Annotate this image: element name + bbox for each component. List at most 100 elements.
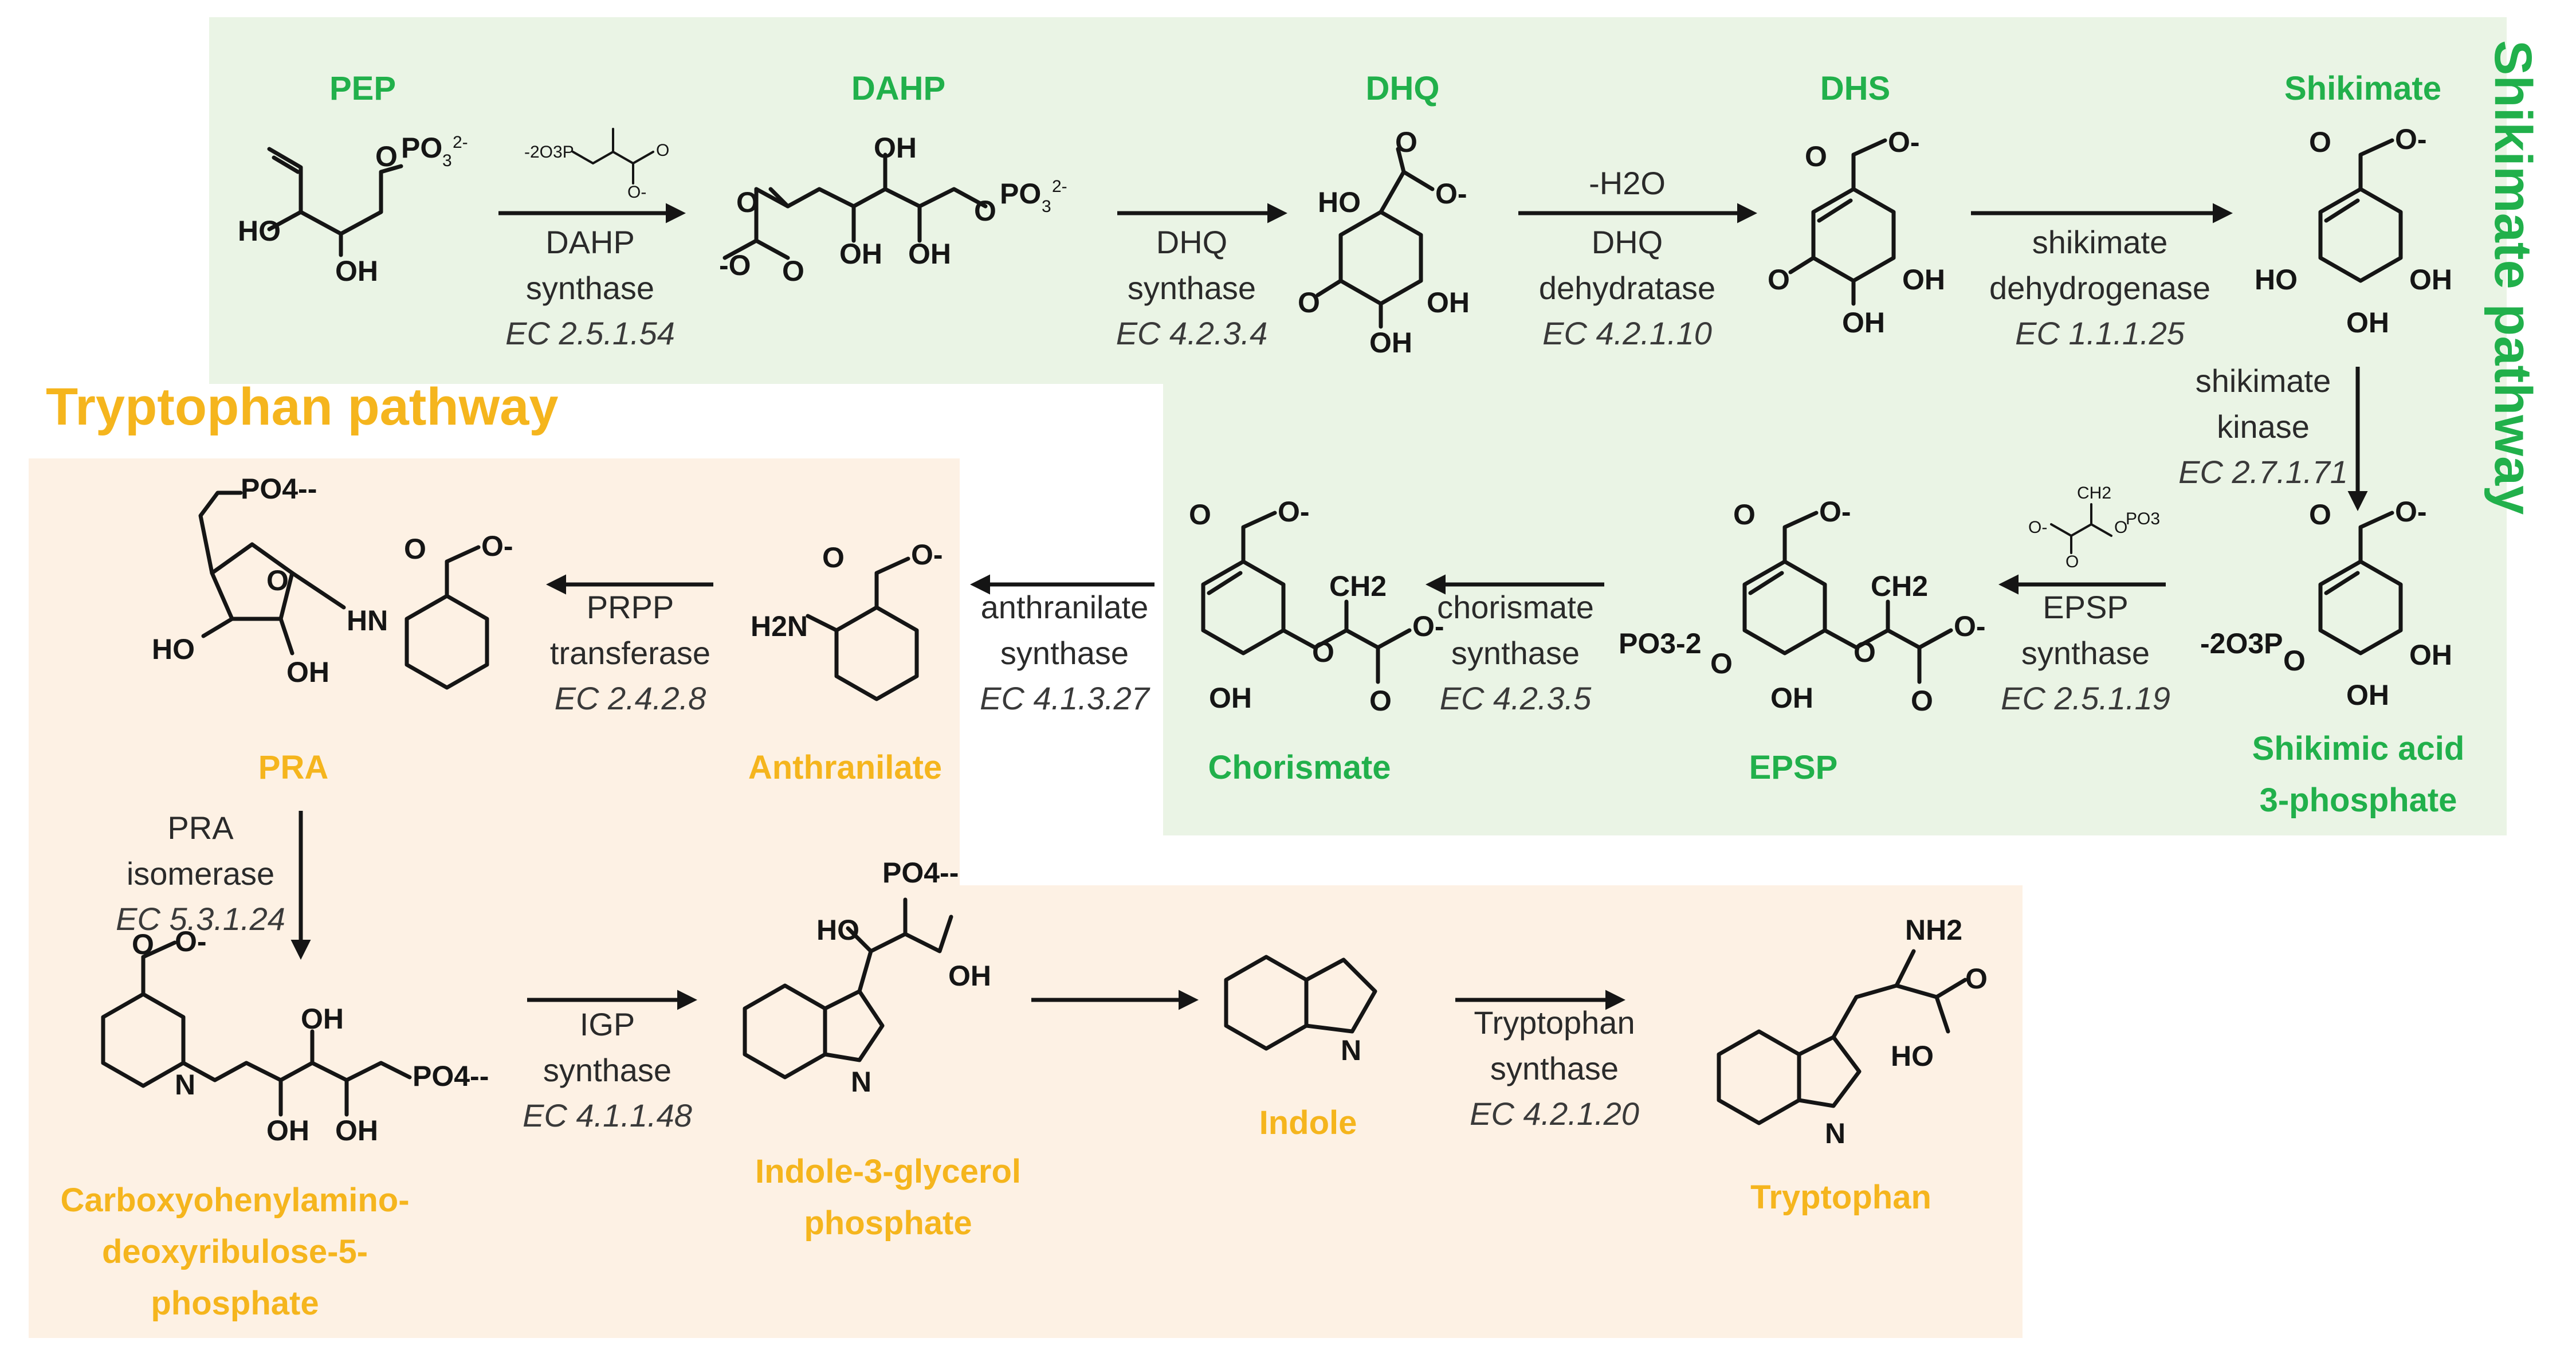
svg-text:O: O: [736, 186, 759, 218]
enzyme-prpp-transferase-ec: EC 2.4.2.8: [554, 680, 706, 717]
enzyme-shikimate-kinase: shikimate kinase EC 2.7.1.71: [2178, 358, 2348, 495]
svg-text:OH: OH: [335, 1115, 378, 1147]
svg-text:PO4--: PO4--: [882, 857, 959, 889]
enzyme-dahp-synthase-line1: DAHP: [545, 224, 635, 260]
svg-text:O: O: [1965, 963, 1988, 995]
svg-text:OH: OH: [2346, 307, 2389, 339]
enzyme-prpp-transferase-line1: PRPP: [586, 589, 674, 625]
enzyme-pra-isomerase-line1: PRA: [167, 810, 234, 846]
svg-text:O: O: [1733, 499, 1756, 531]
svg-text:PO3-2: PO3-2: [1619, 627, 1702, 660]
svg-text:O: O: [1298, 287, 1320, 319]
svg-text:PO: PO: [1000, 178, 1041, 210]
svg-text:O: O: [1369, 685, 1392, 717]
svg-text:OH: OH: [1902, 264, 1945, 296]
dhs-structure: O O- O OH OH: [1768, 126, 1945, 339]
anthranilate-structure: O O- H2N: [751, 539, 943, 701]
enzyme-tryptophan-synthase-line1: Tryptophan: [1474, 1004, 1635, 1041]
svg-text:OH: OH: [1209, 682, 1252, 714]
enzyme-dhq-synthase-line1: DHQ: [1156, 224, 1228, 260]
compound-s3p: Shikimic acid 3-phosphate: [2252, 723, 2465, 826]
tryptophan-structure: NH2 HO O N: [1717, 914, 1988, 1149]
svg-text:HO: HO: [816, 914, 859, 946]
svg-text:O-: O-: [1435, 178, 1467, 210]
svg-text:PO: PO: [401, 132, 442, 164]
epsp-cosubstrate: O- CH2 O PO3 O: [2028, 484, 2160, 571]
enzyme-anthranilate-synthase: anthranilate synthase EC 4.1.3.27: [980, 584, 1149, 721]
svg-text:3: 3: [442, 151, 452, 170]
chorismate-structure: O O- O CH2 O- O OH: [1189, 496, 1444, 717]
svg-text:O: O: [1189, 499, 1211, 531]
indole-structure: N: [1224, 955, 1377, 1066]
svg-text:H2N: H2N: [751, 610, 808, 642]
svg-text:OH: OH: [839, 238, 882, 270]
svg-text:OH: OH: [266, 1115, 309, 1147]
enzyme-dhq-synthase-ec: EC 4.2.3.4: [1116, 315, 1268, 352]
svg-text:PO4--: PO4--: [241, 473, 317, 505]
svg-text:O: O: [1768, 264, 1790, 296]
enzyme-shikimate-kinase-line1: shikimate: [2195, 363, 2331, 399]
svg-text:O: O: [266, 564, 289, 597]
enzyme-pra-isomerase-ec: EC 5.3.1.24: [116, 901, 285, 937]
enzyme-igp-synthase-line1: IGP: [579, 1006, 635, 1042]
enzyme-chorismate-synthase-line2: synthase: [1451, 634, 1580, 671]
svg-text:O: O: [1312, 636, 1334, 668]
shikimate-structure: O O- HO OH OH: [2255, 123, 2452, 339]
compound-chorismate: Chorismate: [1208, 749, 1391, 786]
enzyme-tryptophan-synthase: Tryptophan synthase EC 4.2.1.20: [1470, 1000, 1639, 1137]
svg-text:-2O3P: -2O3P: [2200, 627, 2283, 660]
enzyme-dahp-synthase-line2: synthase: [525, 269, 655, 306]
svg-text:O: O: [782, 255, 804, 287]
compound-igp-line1: Indole-3-glycerol: [755, 1153, 1022, 1190]
tryptophan-region-bottom: [29, 885, 2023, 1338]
compound-tryptophan: Tryptophan: [1750, 1179, 1931, 1216]
svg-text:O: O: [404, 533, 426, 565]
svg-text:PO4--: PO4--: [413, 1060, 489, 1092]
enzyme-anthranilate-synthase-line1: anthranilate: [980, 589, 1149, 625]
enzyme-tryptophan-synthase-line2: synthase: [1490, 1050, 1619, 1086]
svg-text:O-: O-: [1412, 610, 1444, 642]
svg-text:O: O: [1395, 126, 1417, 158]
s3p-structure: O O- -2O3P O OH OH: [2200, 496, 2452, 711]
svg-text:-O: -O: [719, 249, 751, 281]
pra-structure: PO4-- O HN HO OH O O-: [152, 473, 513, 690]
pep-structure: HO OH O PO 3 2-: [238, 132, 468, 287]
svg-text:O: O: [1911, 685, 1933, 717]
svg-text:O-: O-: [1888, 126, 1920, 158]
svg-text:OH: OH: [1770, 682, 1813, 714]
svg-text:OH: OH: [335, 255, 378, 287]
cdrp-structure: O O- N OH OH OH PO4--: [101, 925, 489, 1147]
compound-shikimate: Shikimate: [2284, 70, 2441, 107]
enzyme-dhq-synthase: DHQ synthase EC 4.2.3.4: [1116, 219, 1268, 356]
shikimate-pathway-title: Shikimate pathway: [2484, 40, 2542, 515]
svg-text:O: O: [132, 928, 154, 960]
svg-text:O-: O-: [627, 183, 646, 202]
svg-text:CH2: CH2: [1871, 570, 1928, 602]
compound-dhs: DHS: [1820, 70, 1891, 107]
compound-indole: Indole: [1259, 1104, 1357, 1141]
reaction-arrows: [290, 203, 2368, 1010]
svg-text:OH: OH: [874, 132, 917, 164]
shikimate-region-top: [209, 17, 2507, 384]
svg-text:HN: HN: [347, 605, 388, 637]
enzyme-shikimate-kinase-ec: EC 2.7.1.71: [2178, 454, 2348, 490]
compound-dahp: DAHP: [851, 70, 946, 107]
svg-text:-2O3P: -2O3P: [524, 143, 574, 162]
svg-text:O: O: [2114, 518, 2127, 537]
enzyme-shikimate-dehydrogenase: shikimate dehydrogenase EC 1.1.1.25: [1989, 219, 2210, 356]
svg-text:OH: OH: [2409, 264, 2452, 296]
enzyme-pra-isomerase-line2: isomerase: [126, 855, 275, 892]
enzyme-pra-isomerase: PRA isomerase EC 5.3.1.24: [116, 805, 285, 942]
svg-text:O: O: [822, 541, 845, 574]
svg-text:N: N: [1341, 1034, 1361, 1066]
compound-igp: Indole-3-glycerol phosphate: [755, 1146, 1021, 1249]
dahp-structure: O OH OH OH O PO 3 2- -O O: [719, 132, 1067, 287]
enzyme-dhq-synthase-line2: synthase: [1127, 269, 1256, 306]
enzyme-igp-synthase-line2: synthase: [543, 1051, 672, 1088]
svg-text:HO: HO: [1318, 186, 1361, 218]
svg-text:O: O: [2283, 645, 2306, 677]
enzyme-anthranilate-synthase-line2: synthase: [1000, 634, 1129, 671]
igp-structure: HO OH PO4-- N: [743, 857, 991, 1098]
svg-text:O: O: [2065, 552, 2079, 571]
